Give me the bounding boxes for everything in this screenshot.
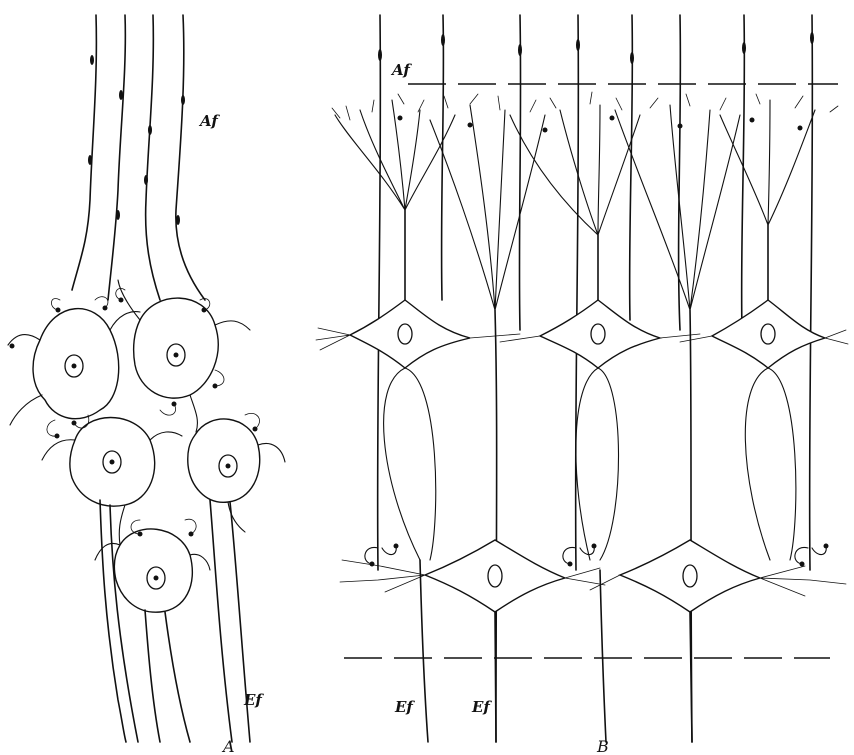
panel-a-neuron-cluster xyxy=(8,280,285,612)
neuron-nucleus xyxy=(683,565,697,587)
neuron-nucleus xyxy=(591,324,605,344)
panel-b-dendritic-field xyxy=(332,92,838,310)
panel-b-efferent-label-left: Ef xyxy=(394,698,415,716)
neuron-nucleus xyxy=(398,324,412,344)
panel-b-efferent-label-right: Ef xyxy=(471,698,492,716)
panel-b-terminal-tufts xyxy=(365,544,829,567)
panel-b-dendrite-trunks xyxy=(405,210,768,742)
panel-b-upper-neurons xyxy=(316,300,848,368)
neuron-nucleus xyxy=(761,324,775,344)
panel-b-caption: B xyxy=(596,737,609,755)
panel-a-efferent-label: Ef xyxy=(243,691,264,709)
panel-a-afferent-label: Af xyxy=(198,112,220,130)
neuron-nucleus xyxy=(488,565,502,587)
panel-b-afferent-fibers xyxy=(378,15,814,570)
panel-b: Af Ef Ef B xyxy=(316,15,848,755)
panel-b-connecting-loops xyxy=(384,368,796,560)
panel-b-afferent-label: Af xyxy=(390,61,412,79)
panel-a-afferent-fibers xyxy=(72,15,205,300)
panel-a: Af Ef A xyxy=(8,15,285,755)
panel-a-caption: A xyxy=(221,737,235,755)
